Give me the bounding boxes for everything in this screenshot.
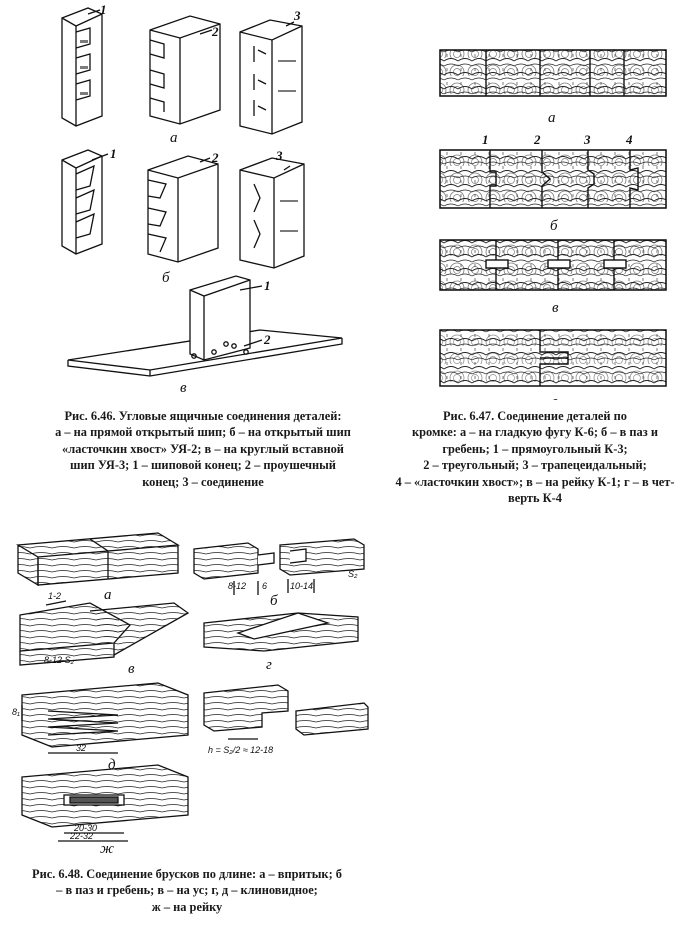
fig47-num-3: 3: [583, 132, 591, 147]
figure-6-48-drawing: а 8-12 6 10-14 S₂ б 1-2 8-12 S₂ в г 8₁ 3…: [12, 532, 369, 855]
fig46-num-1a: 1: [100, 2, 107, 17]
fig46-num-1v: 1: [264, 278, 271, 293]
fig46-num-2v: 2: [263, 332, 271, 347]
fig46-caption-line: конец; 3 – соединение: [142, 474, 264, 489]
fig48-label-a: а: [104, 587, 112, 603]
fig47-num-1: 1: [482, 132, 489, 147]
fig47-caption-line: кромке: а – на гладкую фугу К-6; б – в п…: [412, 425, 658, 440]
figure-6-48: а 8-12 6 10-14 S₂ б 1-2 8-12 S₂ в г 8₁ 3…: [8, 515, 378, 855]
fig46-num-3b: 3: [275, 148, 283, 163]
figure-6-46-drawing: 1 2 3 1 2 3 1 2 а б в: [61, 2, 343, 396]
fig47-caption-line: гребень; 1 – прямоугольный К-3;: [442, 441, 628, 456]
fig48-dim-b2: 6: [262, 581, 267, 591]
fig48-label-zh: ж: [100, 841, 114, 855]
figure-6-46-caption: Рис. 6.46. Угловые ящичные соединения де…: [18, 408, 388, 490]
fig48-caption-line: – в паз и гребень; в – на ус; г, д – кли…: [56, 883, 318, 898]
fig47-caption-line: 4 – «ласточкин хвост»; в – на рейку К-1;…: [395, 474, 675, 489]
fig47-label-a: а: [548, 110, 556, 126]
fig46-num-2a: 2: [211, 24, 219, 39]
figure-6-48-caption: Рис. 6.48. Соединение брусков по длине: …: [0, 866, 374, 915]
fig46-label-v: в: [180, 380, 187, 396]
fig47-num-4: 4: [625, 132, 633, 147]
fig48-caption-line: ж – на рейку: [151, 899, 223, 914]
fig47-caption-line: Рис. 6.47. Соединение деталей по: [442, 409, 627, 423]
fig46-num-1b: 1: [110, 146, 117, 161]
fig47-caption-line: 2 – треугольный; 3 – трапецеидальный;: [423, 458, 647, 473]
fig48-label-g: г: [266, 657, 272, 673]
figure-6-47-drawing: а 1 2 3 4 б в г: [439, 49, 667, 400]
fig47-label-b: б: [550, 218, 558, 234]
fig48-label-d: д: [108, 757, 116, 773]
figure-6-47: а 1 2 3 4 б в г: [430, 40, 680, 400]
fig46-num-2b: 2: [211, 150, 219, 165]
fig47-label-v: в: [552, 300, 559, 316]
fig48-dim-v1: 1-2: [48, 591, 61, 601]
fig48-dim-zh1: 20-30: [73, 823, 97, 833]
fig46-caption-line: шип УЯ-3; 1 – шиповой конец; 2 – проушеч…: [70, 458, 336, 473]
figure-6-46: 1 2 3 1 2 3 1 2 а б в: [40, 0, 370, 400]
fig48-dim-b1: 8-12: [228, 581, 246, 591]
fig46-num-3a: 3: [293, 8, 301, 23]
fig48-dim-d2: 32: [76, 743, 86, 753]
fig48-dim-d1: 8₁: [12, 707, 20, 717]
fig48-dim-b3: 10-14: [290, 581, 313, 591]
fig47-num-2: 2: [533, 132, 541, 147]
fig48-caption-line: Рис. 6.48. Соединение брусков по длине: …: [32, 867, 342, 881]
figure-6-47-caption: Рис. 6.47. Соединение деталей по кромке:…: [382, 408, 688, 506]
fig48-dim-e1: h = S₂/2 ≈ 12-18: [208, 745, 273, 755]
fig47-caption-line: верть К-4: [508, 491, 562, 506]
fig46-caption-line: Рис. 6.46. Угловые ящичные соединения де…: [64, 409, 342, 423]
fig47-label-g: г: [552, 394, 558, 400]
fig46-label-b: б: [162, 270, 170, 286]
fig48-dim-zh2: 22-32: [69, 831, 93, 841]
fig46-caption-line: а – на прямой открытый шип; б – на откры…: [55, 425, 351, 440]
fig46-label-a: а: [170, 130, 178, 146]
fig48-dim-v2: 8-12 S₂: [44, 655, 75, 665]
fig48-dim-b4: S₂: [348, 569, 358, 579]
fig48-label-b: б: [270, 593, 278, 609]
fig48-label-v: в: [128, 661, 135, 677]
fig46-caption-line: «ласточкин хвост» УЯ-2; в – на круглый в…: [62, 441, 344, 456]
